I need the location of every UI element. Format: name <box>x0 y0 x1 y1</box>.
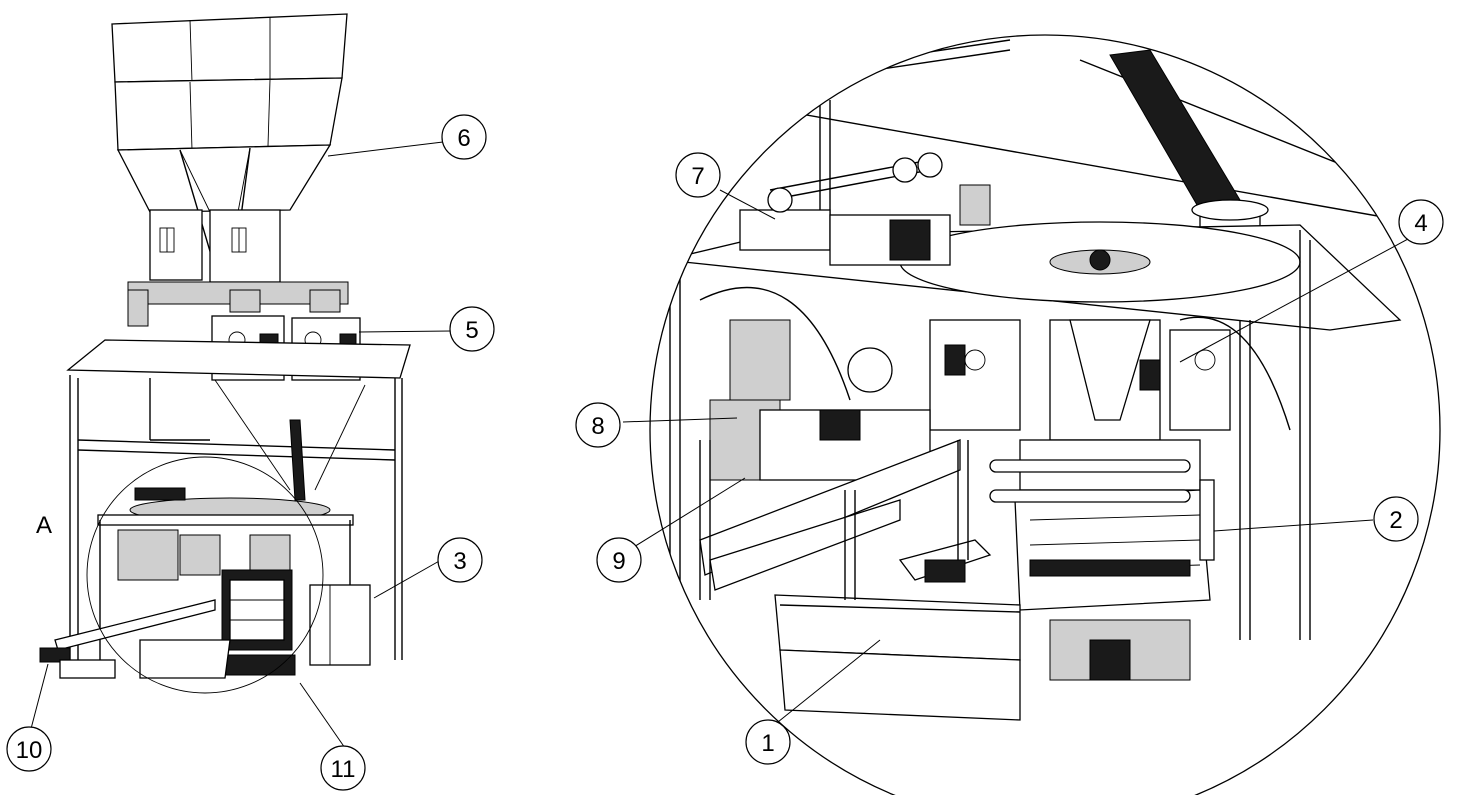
overall-machine-view <box>39 13 411 694</box>
svg-text:7: 7 <box>691 163 704 190</box>
bagging-carousel <box>39 456 371 694</box>
svg-text:9: 9 <box>612 548 625 575</box>
detail-boundary <box>649 34 1441 795</box>
svg-text:1: 1 <box>761 730 774 757</box>
callouts: 6 5 3 10 11 7 4 8 <box>6 114 1444 791</box>
support-frame <box>66 339 411 660</box>
svg-text:2: 2 <box>1389 507 1402 534</box>
callout-8: 8 <box>575 402 621 448</box>
svg-text:4: 4 <box>1414 210 1427 237</box>
svg-text:8: 8 <box>591 413 604 440</box>
feed-hopper <box>111 13 348 286</box>
callout-9: 9 <box>596 537 642 583</box>
callout-3: 3 <box>437 537 483 583</box>
svg-text:11: 11 <box>331 756 356 783</box>
callout-5: 5 <box>449 306 495 352</box>
callout-2: 2 <box>1373 496 1419 542</box>
callout-1: 1 <box>745 719 791 765</box>
callout-11: 11 <box>320 745 366 791</box>
detail-a-view <box>649 34 1441 795</box>
callout-7: 7 <box>675 152 721 198</box>
svg-text:6: 6 <box>457 125 470 152</box>
callout-6: 6 <box>441 114 487 160</box>
detail-view-label: A <box>36 512 52 539</box>
callout-4: 4 <box>1398 199 1444 245</box>
callout-10: 10 <box>6 726 52 772</box>
svg-text:10: 10 <box>16 737 43 764</box>
svg-text:3: 3 <box>453 548 466 575</box>
svg-text:5: 5 <box>465 317 478 344</box>
